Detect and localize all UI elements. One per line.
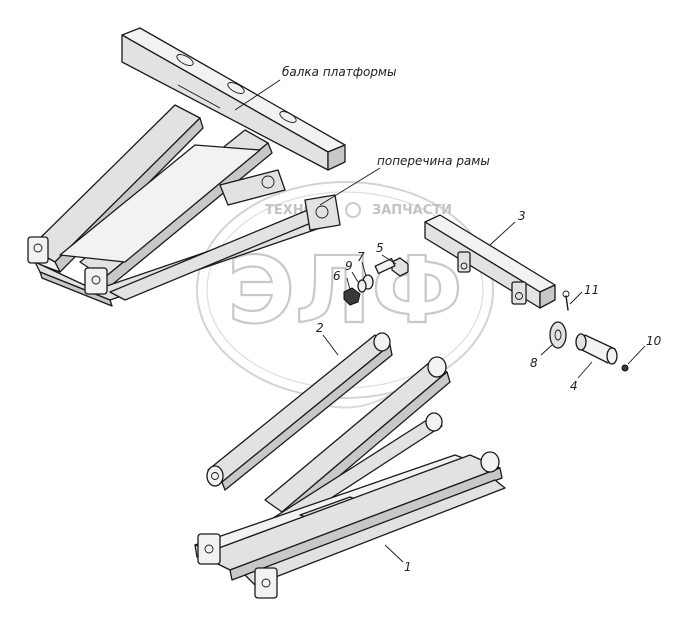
watermark-gear-icon: [345, 202, 361, 218]
callout-3: 3: [518, 209, 526, 223]
callout-7: 7: [357, 250, 365, 264]
part-1-lower-frame: [194, 356, 506, 599]
part-2-link-arm: [206, 332, 393, 491]
platform-beam: [121, 27, 346, 171]
callout-10: 10: [646, 334, 662, 348]
label-frame-crossmember: поперечина рамы: [377, 154, 490, 168]
pin-set: [549, 290, 629, 372]
callout-9: 9: [345, 259, 353, 273]
watermark: ЭЛФ ТЕХНО ЗАПЧАСТИ: [196, 181, 494, 409]
upper-lift-assembly: [27, 104, 341, 307]
callout-5: 5: [376, 241, 384, 255]
callout-8: 8: [530, 356, 538, 370]
callout-4: 4: [570, 379, 578, 393]
leader-lines: [234, 79, 646, 563]
watermark-logo: ЭЛФ: [227, 237, 462, 344]
label-platform-beam: балка платформы: [282, 65, 396, 79]
callout-2: 2: [316, 321, 324, 335]
fasteners: [343, 257, 409, 306]
callout-1: 1: [404, 560, 412, 574]
watermark-right-text: ЗАПЧАСТИ: [372, 203, 452, 218]
part-3-bracket: [424, 214, 556, 309]
callout-11: 11: [584, 283, 599, 297]
callout-6: 6: [333, 269, 341, 283]
